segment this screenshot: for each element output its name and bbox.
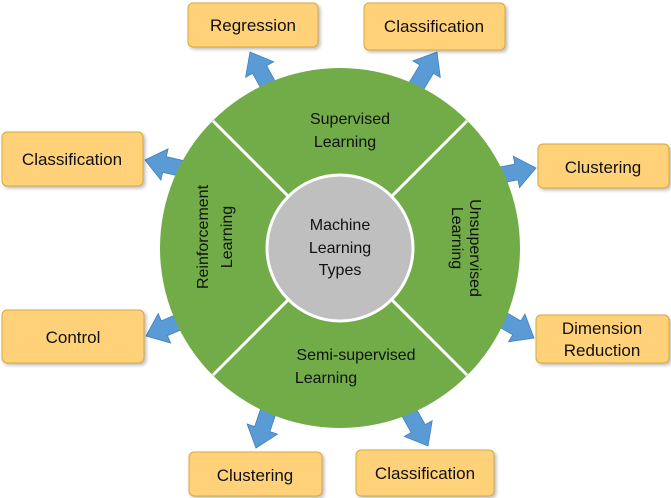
segment-reinforcement-line2: Learning — [219, 206, 236, 268]
center-title-line3: Types — [319, 262, 362, 279]
core-circle — [265, 173, 415, 323]
output-clustering-semi-label: Clustering — [217, 466, 294, 485]
segment-supervised-line1: Supervised — [310, 111, 390, 128]
segment-supervised-line2: Learning — [314, 134, 376, 151]
output-clustering-unsupervised-label: Clustering — [565, 158, 642, 177]
output-dimension-reduction-line2: Reduction — [564, 341, 641, 360]
segment-unsupervised-line2: Learning — [448, 207, 465, 269]
output-classification-semi-label: Classification — [375, 464, 475, 483]
output-dimension-reduction-line1: Dimension — [562, 319, 642, 338]
output-box-clustering-semi — [188, 451, 323, 497]
output-regression-label: Regression — [210, 16, 296, 35]
output-box-classification-reinforcement — [1, 131, 144, 187]
output-box-clustering-unsupervised — [537, 143, 670, 189]
center-title-line2: Learning — [309, 240, 371, 257]
segment-unsupervised-line1: Unsupervised — [466, 199, 483, 297]
output-control-label: Control — [46, 328, 101, 347]
segment-reinforcement-line1: Reinforcement — [195, 184, 212, 289]
output-box-dimension-reduction — [535, 314, 670, 364]
output-box-regression — [187, 2, 319, 48]
segment-semi-supervised-line1: Semi-supervised — [296, 347, 415, 364]
segment-semi-supervised-line2: Learning — [295, 370, 357, 387]
output-classification-supervised-label: Classification — [384, 17, 484, 36]
output-box-classification-supervised — [363, 2, 506, 51]
output-box-classification-semi — [355, 449, 495, 497]
output-classification-reinforcement-label: Classification — [22, 150, 122, 169]
output-box-control — [1, 309, 145, 364]
center-title-line1: Machine — [310, 217, 371, 234]
